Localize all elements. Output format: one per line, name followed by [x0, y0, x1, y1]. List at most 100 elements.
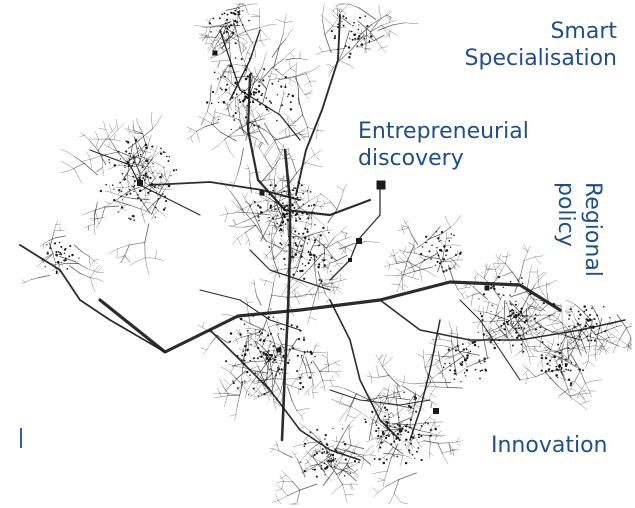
network-edge [266, 79, 270, 90]
network-node [348, 56, 351, 59]
smart-label-line2: Specialisation [464, 46, 617, 71]
network-node [315, 475, 318, 478]
network-edge [291, 249, 296, 255]
network-edge [506, 300, 511, 304]
network-edge [145, 135, 151, 140]
network-edge [496, 265, 502, 271]
network-node [119, 181, 121, 184]
network-edge [282, 68, 291, 76]
network-edge [332, 18, 338, 27]
network-edge [505, 263, 513, 273]
network-edge [254, 382, 259, 385]
network-edge [573, 338, 582, 356]
network-node [384, 436, 388, 440]
network-edge [230, 224, 237, 227]
network-edge [275, 324, 279, 331]
network-edge [268, 165, 277, 169]
network-edge [377, 438, 381, 444]
network-edge [441, 452, 446, 460]
network-edge [334, 360, 341, 363]
network-edge [154, 182, 158, 185]
network-node [518, 327, 520, 330]
network-edge [529, 348, 538, 352]
network-edge [314, 384, 318, 390]
network-edge [207, 36, 214, 43]
network-edge [403, 375, 405, 383]
network-node [252, 99, 254, 101]
network-edge [313, 346, 316, 353]
network-edge [329, 380, 336, 382]
network-edge [345, 494, 354, 496]
network-edge [278, 500, 282, 505]
network-edge [202, 349, 207, 355]
network-edge [272, 388, 280, 393]
network-node [310, 361, 313, 364]
network-edge [97, 149, 107, 166]
network-edge [261, 57, 266, 68]
network-edge [493, 329, 502, 333]
network-edge [304, 462, 309, 465]
network-node [428, 250, 431, 253]
network-edge [89, 140, 99, 151]
network-node [424, 421, 427, 424]
network-edge [431, 401, 437, 406]
network-edge [372, 402, 378, 411]
network-edge [501, 265, 505, 271]
network-edge [325, 236, 335, 249]
network-edge [456, 249, 458, 256]
network-edge [264, 147, 272, 158]
network-node [113, 164, 117, 167]
network-node [287, 243, 290, 246]
network-edge [377, 369, 380, 378]
network-node [286, 219, 290, 222]
network-node [602, 305, 605, 308]
network-node [587, 316, 589, 318]
network-edge [55, 223, 62, 225]
network-edge [301, 412, 306, 417]
network-node [301, 263, 304, 265]
network-edge [333, 288, 338, 294]
network-node [398, 416, 400, 418]
network-node [356, 45, 359, 47]
network-edge [273, 48, 280, 69]
network-edge [276, 354, 282, 358]
network-edge [531, 333, 535, 338]
network-edge [315, 201, 318, 206]
network-edge [248, 168, 251, 174]
network-node [548, 368, 551, 370]
network-edge [287, 489, 301, 497]
network-edge [390, 443, 399, 460]
network-edge [424, 367, 432, 383]
network-node [271, 217, 275, 220]
network-edge [297, 457, 304, 465]
network-node [58, 241, 61, 244]
network-edge [489, 325, 492, 329]
network-node [560, 361, 563, 363]
network-edge [495, 333, 507, 339]
network-edge [615, 320, 617, 327]
network-node [224, 88, 228, 92]
network-node [282, 208, 286, 211]
network-node [162, 151, 165, 153]
network-node [254, 87, 256, 90]
network-edge [362, 454, 364, 465]
network-edge [559, 347, 564, 357]
network-edge [284, 21, 293, 23]
entrepreneurial-label-line1: Entrepreneurial [358, 119, 529, 144]
network-edge [347, 461, 355, 464]
network-edge [414, 252, 426, 257]
network-edge [566, 343, 571, 345]
network-node [292, 189, 295, 192]
network-edge [332, 282, 334, 291]
network-edge [238, 348, 244, 351]
network-node [509, 294, 511, 296]
network-edge [231, 219, 237, 226]
network-node [276, 222, 278, 225]
network-edge [122, 165, 129, 168]
network-edge [484, 265, 489, 271]
network-edge [409, 424, 415, 437]
network-edge [303, 222, 307, 229]
network-edge [241, 193, 245, 199]
network-node [369, 33, 371, 35]
network-node [454, 253, 457, 257]
